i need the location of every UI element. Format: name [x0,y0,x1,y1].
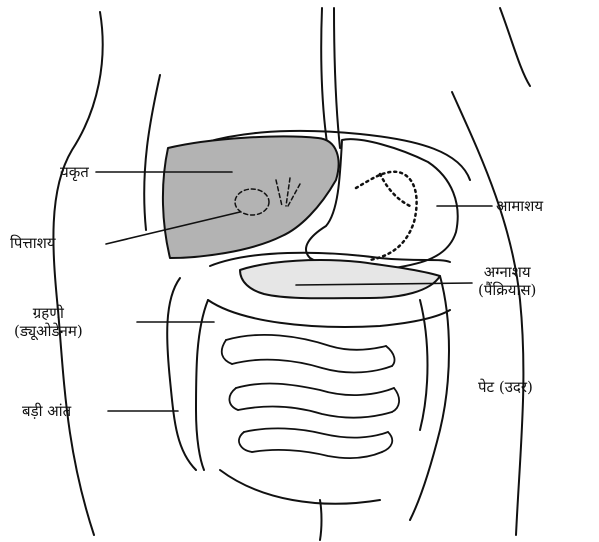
esophagus [321,8,340,150]
label-duodenum-alt: (ड्यूओडेनम) [14,322,83,340]
label-abdomen: पेट (उदर) [478,378,533,396]
rectum [320,500,322,540]
label-duodenum: ग्रहणी (ड्यूओडेनम) [14,304,83,340]
label-pancreas-alt: (पैंक्रियास) [478,281,536,299]
label-pancreas: अग्नाशय (पैंक्रियास) [478,263,536,299]
label-stomach: आमाशय [496,197,543,215]
label-duodenum-main: ग्रहणी [14,304,83,322]
ascending-colon [167,278,196,470]
ascending-colon-inner [196,300,208,470]
transverse-colon-lower [208,300,450,327]
sigmoid-colon [220,470,380,504]
label-large-intestine: बड़ी आंत [22,402,71,420]
small-intestine [222,335,399,458]
label-gallbladder: पित्ताशय [10,234,56,252]
label-liver: यकृत [60,163,89,181]
label-pancreas-main: अग्नाशय [478,263,536,281]
